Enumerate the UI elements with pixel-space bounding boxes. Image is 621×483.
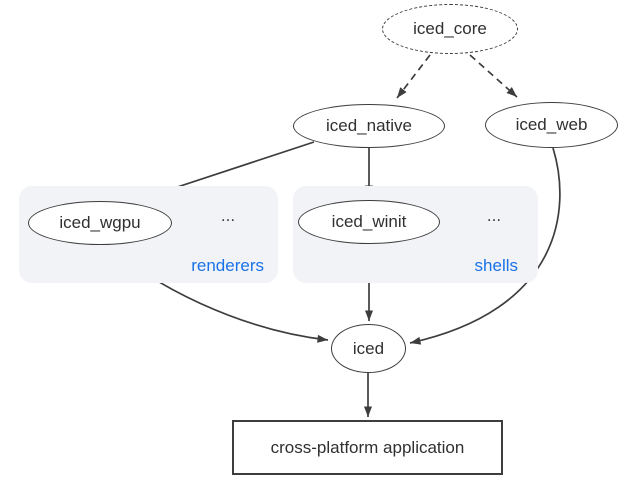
node-cross-platform-application: cross-platform application [232, 420, 503, 475]
shells-ellipsis: ... [486, 206, 502, 225]
node-iced-core: iced_core [382, 4, 518, 54]
node-iced-winit: iced_winit [298, 200, 440, 244]
edge-iced-core-to-iced-web [469, 54, 518, 98]
node-iced-web: iced_web [485, 102, 618, 148]
renderers-ellipsis: ... [220, 206, 236, 225]
node-iced-wgpu: iced_wgpu [28, 201, 172, 245]
edge-iced-core-to-iced-native [396, 54, 431, 99]
shells-group-label: shells [474, 256, 518, 275]
node-iced-native: iced_native [293, 104, 445, 148]
renderers-group-label: renderers [191, 256, 264, 275]
node-iced: iced [331, 324, 406, 373]
